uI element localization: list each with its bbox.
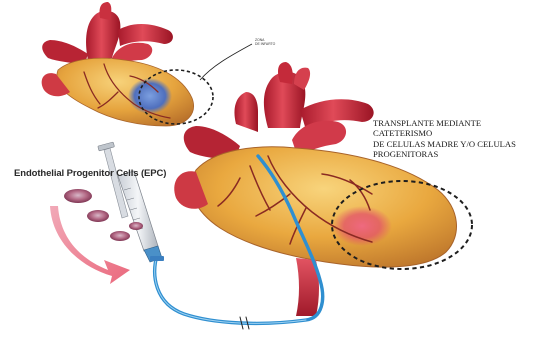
small-heart-ventricles bbox=[57, 58, 194, 126]
cell-2 bbox=[87, 210, 109, 222]
syringe-valve bbox=[150, 256, 164, 261]
cell-1 bbox=[64, 189, 92, 203]
cell-3 bbox=[110, 231, 130, 241]
caption-line-4: PROGENITORAS bbox=[373, 149, 538, 159]
large-heart-ventricles bbox=[191, 147, 456, 267]
zone-label-line-2: DE INFARTO bbox=[255, 42, 295, 46]
infarct-zone-label: ZONA DE INFARTO bbox=[255, 38, 295, 47]
caption-line-3: DE CELULAS MADRE Y/O CELULAS bbox=[373, 139, 538, 149]
small-heart bbox=[42, 2, 252, 126]
caption-line-1: TRANSPLANTE MEDIANTE bbox=[373, 118, 538, 128]
cell-4 bbox=[129, 222, 143, 230]
epc-label: Endothelial Progenitor Cells (EPC) bbox=[14, 168, 166, 179]
large-heart bbox=[174, 62, 472, 316]
large-heart-infarct-zone bbox=[332, 206, 392, 246]
small-heart-infarct-zone bbox=[128, 78, 172, 114]
caption-line-2: CATETERISMO bbox=[373, 128, 538, 138]
syringe bbox=[98, 142, 164, 262]
small-heart-arch-branch bbox=[99, 2, 111, 20]
main-caption: TRANSPLANTE MEDIANTE CATETERISMO DE CELU… bbox=[373, 118, 538, 160]
large-heart-arch-branch-1 bbox=[278, 62, 293, 84]
large-heart-svc bbox=[234, 92, 258, 132]
zone-label-pointer bbox=[200, 44, 252, 80]
small-heart-vessel-right bbox=[118, 24, 173, 46]
